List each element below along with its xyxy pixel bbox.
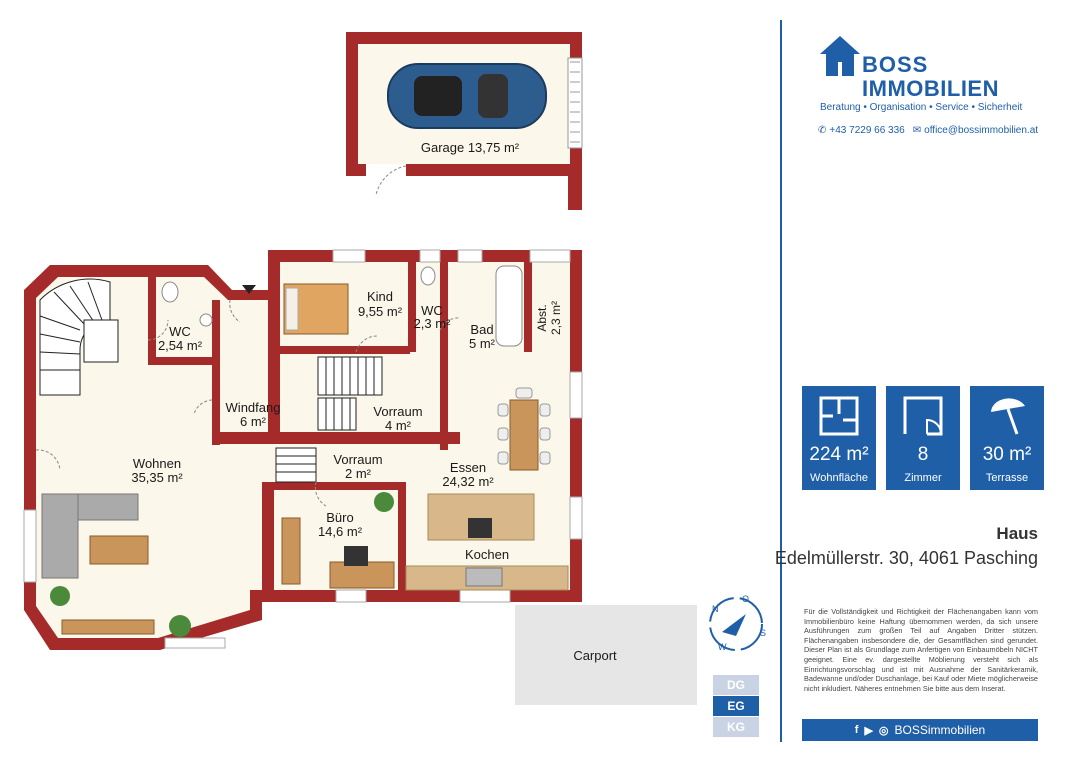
floorplan-icon <box>819 396 859 436</box>
room-wc2-area: 2,3 m² <box>414 316 452 331</box>
car-icon <box>387 63 547 129</box>
compass-s: S <box>760 628 766 638</box>
entrance-arrow-icon <box>242 285 256 294</box>
logo-boss: BOSS <box>862 52 929 77</box>
doors <box>35 299 461 507</box>
room-essen-area: 24,32 m² <box>442 474 494 489</box>
room-kochen-name: Kochen <box>465 547 509 562</box>
garage-label: Garage 13,75 m² <box>421 140 520 155</box>
windows <box>23 249 583 649</box>
desk-icon <box>281 517 395 589</box>
property-address: Edelmüllerstr. 30, 4061 Pasching <box>774 548 1038 568</box>
parasol-icon <box>991 398 1025 435</box>
room-essen-name: Essen <box>450 460 486 475</box>
house-logo-icon <box>820 36 860 76</box>
contact-info: ✆+43 7229 66 336 ✉office@bossimmobilien.… <box>818 125 1038 136</box>
stat-wohnflaeche-caption: Wohnfläche <box>810 472 868 484</box>
room-buero-area: 14,6 m² <box>318 524 363 539</box>
email-icon: ✉ <box>912 125 922 136</box>
room-kind-name: Kind <box>367 289 393 304</box>
email-text: office@bossimmobilien.at <box>924 125 1039 136</box>
stat-zimmer: 8 Zimmer <box>886 386 960 490</box>
divider <box>780 20 782 742</box>
floor-plan: Garage 13,75 m² <box>23 32 766 705</box>
phone-contact[interactable]: ✆+43 7229 66 336 <box>818 125 905 136</box>
info-panel: BOSS IMMOBILIEN Beratung • Organisation … <box>775 0 1050 763</box>
youtube-icon[interactable]: ▶ <box>864 724 873 737</box>
bed-icon <box>283 283 349 335</box>
stat-wohnflaeche-value: 224 m² <box>809 444 869 465</box>
property-type: Haus <box>996 524 1038 543</box>
kitchen-island-icon <box>405 493 569 591</box>
floor-eg[interactable]: EG <box>713 696 759 716</box>
stat-terrasse-caption: Terrasse <box>985 472 1029 484</box>
stats-tiles: 224 m² Wohnfläche 8 Zimmer 30 m² Terrass… <box>802 386 1044 490</box>
spiral-staircase <box>39 278 119 396</box>
room-abst-area: 2,3 m² <box>549 301 563 335</box>
compass-icon: N S W O <box>709 594 766 652</box>
social-handle: BOSSimmobilien <box>894 723 986 737</box>
room-abst-name: Abst. <box>535 304 549 331</box>
room-door-icon <box>903 396 943 436</box>
compass-n: N <box>712 604 719 614</box>
room-vorraum2-area: 2 m² <box>345 466 372 481</box>
room-vorraum2-name: Vorraum <box>333 452 382 467</box>
room-bad-name: Bad <box>470 322 493 337</box>
phone-text: +43 7229 66 336 <box>829 125 905 136</box>
logo-immobilien: IMMOBILIEN <box>862 76 999 101</box>
carport-label: Carport <box>573 648 617 663</box>
social-bar[interactable]: f ▶ ◎ BOSSimmobilien <box>802 719 1038 741</box>
stat-zimmer-caption: Zimmer <box>904 472 942 484</box>
stat-wohnflaeche: 224 m² Wohnfläche <box>802 386 876 490</box>
tv-board-icon <box>61 619 155 635</box>
room-wohnen-name: Wohnen <box>133 456 181 471</box>
stat-zimmer-value: 8 <box>917 444 929 465</box>
room-kind-area: 9,55 m² <box>358 304 403 319</box>
compass-o: O <box>742 594 749 604</box>
phone-icon: ✆ <box>818 125 827 136</box>
room-wc2-name: WC <box>421 303 443 318</box>
stat-terrasse-value: 30 m² <box>982 444 1032 465</box>
dining-table-icon <box>497 387 551 471</box>
plant-icon <box>50 492 394 637</box>
stat-terrasse: 30 m² Terrasse <box>970 386 1044 490</box>
room-bad-area: 5 m² <box>469 336 496 351</box>
room-wohnen-area: 35,35 m² <box>131 470 183 485</box>
room-vorraum1-name: Vorraum <box>373 404 422 419</box>
floor-dg[interactable]: DG <box>713 675 759 695</box>
room-wc1-area: 2,54 m² <box>158 338 203 353</box>
room-windfang-area: 6 m² <box>240 414 267 429</box>
instagram-icon[interactable]: ◎ <box>878 724 889 737</box>
company-logo: BOSS IMMOBILIEN Beratung • Organisation … <box>820 30 1030 120</box>
floor-selector: DG EG KG <box>713 675 759 738</box>
floor-kg[interactable]: KG <box>713 717 759 737</box>
logo-tagline: Beratung • Organisation • Service • Sich… <box>820 102 1023 113</box>
email-contact[interactable]: ✉office@bossimmobilien.at <box>913 125 1038 136</box>
room-windfang-name: Windfang <box>226 400 281 415</box>
toilet-icon <box>161 266 436 327</box>
facebook-icon[interactable]: f <box>854 724 859 736</box>
room-buero-name: Büro <box>326 510 353 525</box>
disclaimer-text: Für die Vollständigkeit und Richtigkeit … <box>804 607 1038 693</box>
compass-w: W <box>718 642 727 652</box>
room-vorraum1-area: 4 m² <box>385 418 412 433</box>
bathtub-icon <box>495 265 523 347</box>
straight-staircase <box>275 356 383 483</box>
carport <box>515 605 697 705</box>
sofa-icon <box>41 493 149 579</box>
room-wc1-name: WC <box>169 324 191 339</box>
